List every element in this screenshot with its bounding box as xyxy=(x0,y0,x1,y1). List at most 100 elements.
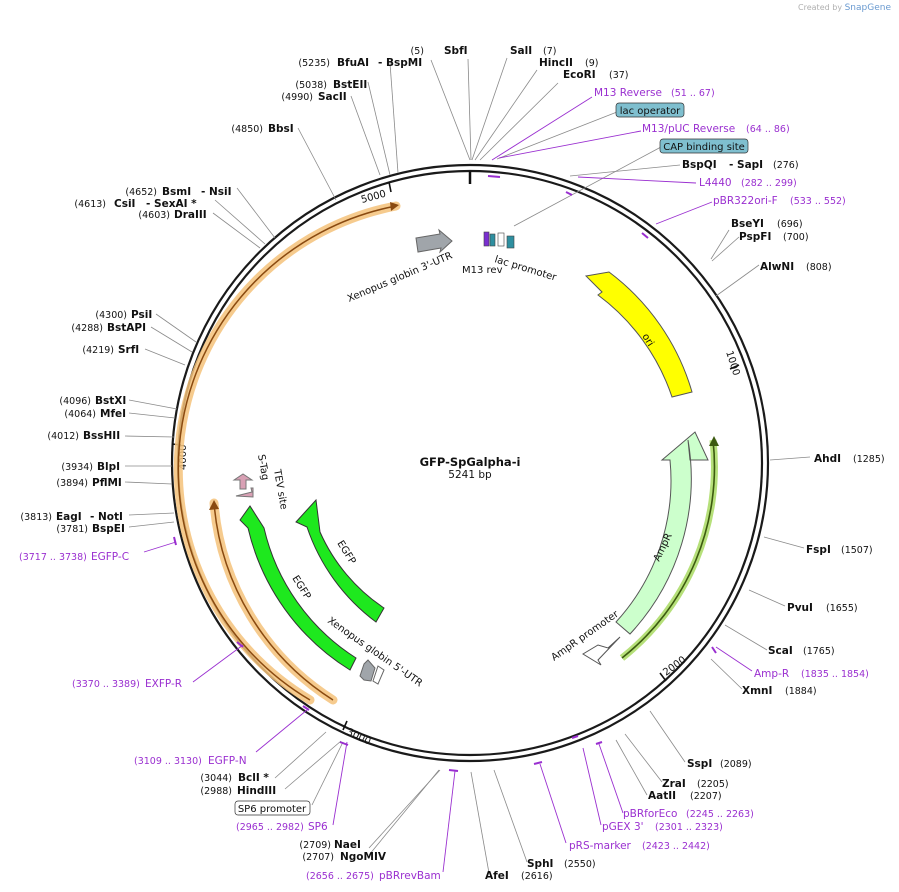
egfp-inner-feature[interactable] xyxy=(295,498,385,623)
label-mfei[interactable]: MfeI xyxy=(100,408,126,420)
ori-feature[interactable] xyxy=(584,271,693,398)
m13rev-label: M13 rev xyxy=(462,265,503,276)
label-mfei-pos: (4064) xyxy=(64,409,96,420)
tev-feature[interactable] xyxy=(235,487,254,498)
leader-lines xyxy=(124,57,811,874)
label-bseyi[interactable]: BseYI xyxy=(731,218,764,230)
label-pbrrevbam[interactable]: pBRrevBam xyxy=(379,870,441,882)
m13rev-feature[interactable] xyxy=(483,231,490,247)
label-noti[interactable]: - NotI xyxy=(90,511,123,523)
label-hincii[interactable]: HincII xyxy=(539,57,573,69)
label-nsii[interactable]: - NsiI xyxy=(201,186,232,198)
label-hindiii[interactable]: HindIII xyxy=(237,785,276,797)
label-bsteii[interactable]: BstEII xyxy=(333,79,367,91)
label-ecori[interactable]: EcoRI xyxy=(563,69,596,81)
label-aatii[interactable]: AatII xyxy=(648,790,676,802)
label-fspi-pos: (1507) xyxy=(841,545,873,556)
label-psii[interactable]: PsiI xyxy=(131,309,152,321)
credit-prefix: Created by xyxy=(798,3,843,12)
label-bstxi-pos: (4096) xyxy=(59,396,91,407)
label-sp6[interactable]: SP6 xyxy=(308,821,328,833)
stag-feature[interactable] xyxy=(232,473,254,490)
label-ahdi[interactable]: AhdI xyxy=(814,453,841,465)
label-naei[interactable]: NaeI xyxy=(334,839,361,851)
label-xmni[interactable]: XmnI xyxy=(742,685,772,697)
label-pbr322ori-f[interactable]: pBR322ori-F xyxy=(713,195,778,207)
label-cap-binding: CAP binding site xyxy=(663,142,745,153)
label-pspfi-pos: (700) xyxy=(783,232,809,243)
cap-binding-box[interactable] xyxy=(659,138,749,154)
label-alwni[interactable]: AlwNI xyxy=(760,261,794,273)
label-pgex3[interactable]: pGEX 3' xyxy=(602,821,644,833)
label-bspei[interactable]: BspEI xyxy=(92,523,125,535)
label-bspqi[interactable]: BspQI xyxy=(682,159,717,171)
cds-arc-outer-arrowhead xyxy=(390,202,399,211)
label-sapi[interactable]: - SapI xyxy=(729,159,763,171)
lac-promoter-feature[interactable] xyxy=(506,235,515,249)
label-sali-pos: (7) xyxy=(543,46,556,57)
egfp-inner-label: EGFP xyxy=(334,539,357,567)
label-bsmi[interactable]: BsmI xyxy=(162,186,191,198)
label-bstapi[interactable]: BstAPI xyxy=(107,322,146,334)
label-sbfi[interactable]: SbfI xyxy=(444,45,468,57)
label-sspi[interactable]: SspI xyxy=(687,758,712,770)
label-draiii-pos: (4603) xyxy=(138,210,170,221)
label-sali[interactable]: SalI xyxy=(510,45,532,57)
label-sacii[interactable]: SacII xyxy=(318,91,347,103)
label-l4440[interactable]: L4440 xyxy=(699,177,732,189)
label-blpi[interactable]: BlpI xyxy=(97,461,120,473)
xenopus-5utr-feature[interactable] xyxy=(359,659,376,682)
label-bbsi[interactable]: BbsI xyxy=(268,123,294,135)
xenopus-3utr-feature[interactable] xyxy=(415,228,453,254)
label-exfp-r[interactable]: EXFP-R xyxy=(145,678,182,690)
label-eagi[interactable]: EagI xyxy=(56,511,82,523)
ampr-promoter-feature[interactable] xyxy=(582,636,621,666)
label-bspmi[interactable]: - BspMI xyxy=(378,57,422,69)
label-egfp-c-pos: (3717 .. 3738) xyxy=(19,552,87,563)
label-sacii-pos: (4990) xyxy=(281,92,313,103)
label-zrai[interactable]: ZraI xyxy=(662,778,686,790)
label-sspi-pos: (2089) xyxy=(720,759,752,770)
snapgene-logo-text: SnapGene xyxy=(844,3,891,13)
label-zrai-pos: (2205) xyxy=(697,779,729,790)
label-aatii-pos: (2207) xyxy=(690,791,722,802)
label-scai[interactable]: ScaI xyxy=(768,645,793,657)
lac-small-feature xyxy=(497,232,505,247)
label-sphi[interactable]: SphI xyxy=(527,858,553,870)
label-bfuai[interactable]: BfuAI xyxy=(337,57,369,69)
label-bcli[interactable]: BclI * xyxy=(238,772,269,784)
label-m13puc-reverse[interactable]: M13/pUC Reverse xyxy=(642,123,735,135)
label-pbrforeco[interactable]: pBRforEco xyxy=(623,808,677,820)
label-egfp-n[interactable]: EGFP-N xyxy=(208,755,247,767)
label-pflmi[interactable]: PflMI xyxy=(92,477,122,489)
label-naei-pos: (2709) xyxy=(299,840,331,851)
label-bsshii[interactable]: BssHII xyxy=(83,430,120,442)
label-sp6-promoter: SP6 promoter xyxy=(238,804,307,815)
label-afei[interactable]: AfeI xyxy=(485,870,509,882)
label-bstxi[interactable]: BstXI xyxy=(95,395,126,407)
lac-operator-box[interactable] xyxy=(615,102,685,118)
label-bstapi-pos: (4288) xyxy=(71,323,103,334)
label-srfi[interactable]: SrfI xyxy=(118,344,139,356)
plasmid-length: 5241 bp xyxy=(448,469,492,481)
label-amp-r[interactable]: Amp-R xyxy=(754,668,789,680)
sp6-promoter-box[interactable] xyxy=(234,800,311,816)
label-ecori-pos: (37) xyxy=(609,70,629,81)
label-prs-marker[interactable]: pRS-marker xyxy=(569,840,632,852)
label-draiii[interactable]: DraIII xyxy=(174,209,207,221)
label-fspi[interactable]: FspI xyxy=(806,544,831,556)
label-m13-reverse[interactable]: M13 Reverse xyxy=(594,87,662,99)
label-csii-pos: (4613) xyxy=(74,199,106,210)
label-ahdi-pos: (1285) xyxy=(853,454,885,465)
label-ngomiv-pos: (2707) xyxy=(302,852,334,863)
label-csii[interactable]: CsiI xyxy=(114,198,135,210)
label-pflmi-pos: (3894) xyxy=(56,478,88,489)
label-egfp-c[interactable]: EGFP-C xyxy=(91,551,129,563)
label-pspfi[interactable]: PspFI xyxy=(739,231,771,243)
label-sexai[interactable]: - SexAI * xyxy=(146,198,197,210)
egfp-outer-feature[interactable] xyxy=(239,505,357,671)
label-ngomiv[interactable]: NgoMIV xyxy=(340,851,387,863)
ampr-feature[interactable] xyxy=(615,431,709,635)
label-pvui[interactable]: PvuI xyxy=(787,602,813,614)
label-m13-reverse-pos: (51 .. 67) xyxy=(671,88,715,99)
